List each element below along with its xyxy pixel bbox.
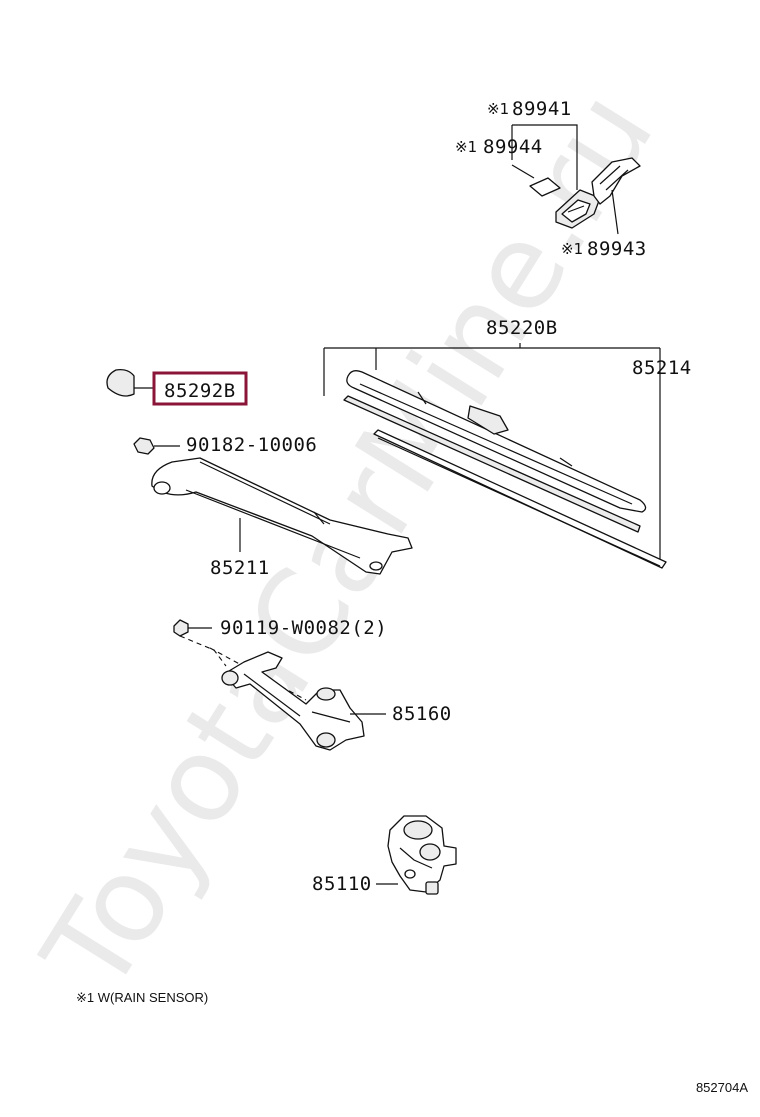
part-85292B[interactable]: 85292B [106,368,248,406]
part-number-label: 89941 [512,98,572,120]
blade-rubber-icon [373,429,667,569]
part-number-label: 85110 [312,873,372,895]
gel-pad-icon [529,177,561,197]
part-89941[interactable]: ※1 89941 [487,98,572,120]
part-number-label: 85292B [164,380,236,402]
part-number-label: 89944 [483,136,543,158]
diagram-code: 852704A [696,1080,748,1095]
part-number-label: 90119-W0082(2) [220,617,387,639]
part-85110[interactable]: 85110 [312,873,372,895]
highlight-box [152,371,248,406]
blade-strip-icon [343,395,641,533]
bolt-icon [173,619,189,637]
part-85211[interactable]: 85211 [210,557,270,579]
part-mark: ※1 [561,240,583,258]
sensor-bracket-icon [591,157,641,205]
part-90119-W0082[interactable]: 90119-W0082(2) [173,617,387,639]
part-number-label: 85160 [392,703,452,725]
part-number-label: 85214 [632,357,692,379]
part-mark: ※1 [455,138,477,156]
wiper-blade-icon [346,370,647,513]
part-90182-10006[interactable]: 90182-10006 [133,434,317,456]
leader-line [512,124,578,190]
part-85214[interactable]: 85214 [632,357,692,379]
footnote: ※1 W(RAIN SENSOR) [76,990,208,1005]
part-mark: ※1 [487,100,509,118]
sensor-cover-icon [555,189,601,229]
wiper-arm-icon [151,457,413,575]
part-number-label: 89943 [587,238,647,260]
part-85220B[interactable]: 85220B [486,317,558,339]
part-85160[interactable]: 85160 [392,703,452,725]
link-assembly-icon [221,651,365,751]
part-number-label: 90182-10006 [186,434,317,456]
part-number-label: 85220B [486,317,558,339]
head-cap-icon [106,368,135,397]
leader-line [611,189,619,235]
part-89943[interactable]: ※1 89943 [561,238,647,260]
leader-line [511,164,535,179]
wiper-motor-icon [387,815,457,895]
nut-icon [133,437,155,455]
part-89944[interactable]: ※1 89944 [455,136,543,158]
part-number-label: 85211 [210,557,270,579]
